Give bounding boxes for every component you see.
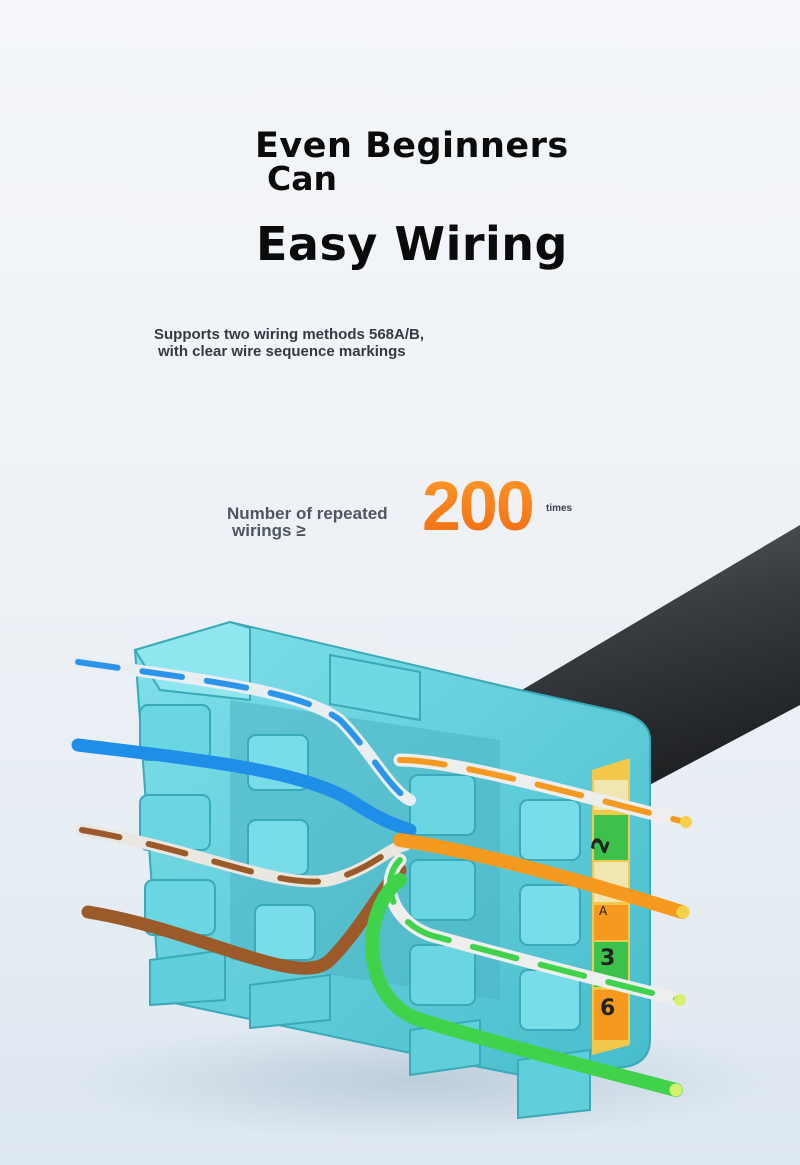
wires — [71, 656, 692, 1097]
subtitle-line-2: with clear wire sequence markings — [158, 343, 406, 360]
headline-line-1: Even Beginners — [255, 126, 569, 166]
subtitle-line-1: Supports two wiring methods 568A/B, — [154, 326, 425, 343]
headline-line-2: Can — [267, 159, 337, 198]
repeat-label-line-2: wirings ≥ — [232, 521, 306, 540]
subtitle: Supports two wiring methods 568A/B, with… — [154, 326, 424, 360]
marking-6: 6 — [600, 996, 615, 1021]
marking-a: A — [599, 904, 608, 918]
headline-line-3: Easy Wiring — [256, 217, 568, 271]
repeat-label-line-1: Number of repeated — [227, 504, 388, 523]
repeat-value: 200 — [422, 467, 535, 545]
marking-3: 3 — [600, 946, 615, 971]
repeat-label: Number of repeated wirings ≥ — [227, 505, 388, 539]
repeat-unit: times — [546, 503, 573, 514]
